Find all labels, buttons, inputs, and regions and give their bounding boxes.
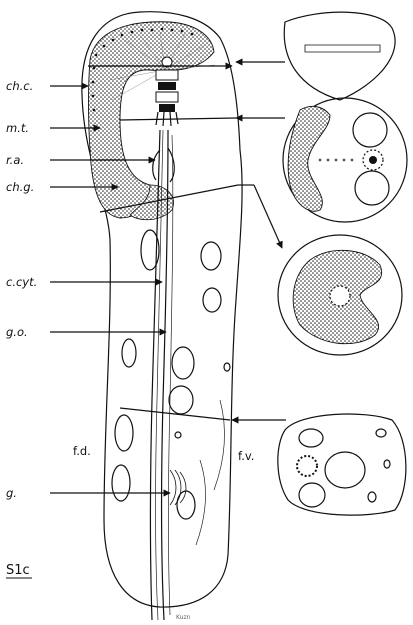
section-3 [278,235,402,355]
label-go: g.o. [6,325,28,339]
golgi-stacks [170,470,186,505]
section-4 [278,414,406,515]
figure-label: S1c [6,563,30,578]
label-chc: ch.c. [6,79,33,93]
signature: Kuzn [176,614,191,621]
label-chg: ch.g. [6,180,34,194]
section-2 [283,98,407,222]
label-ra: r.a. [6,153,24,167]
vacuoles [112,230,230,545]
label-ccyt: c.cyt. [6,275,37,289]
label-fv: f.v. [238,449,254,463]
label-fd: f.d. [73,444,91,458]
label-mt: m.t. [6,121,29,135]
section-1 [284,12,395,100]
label-g: g. [6,486,17,500]
chromatophore-cup [89,22,215,220]
